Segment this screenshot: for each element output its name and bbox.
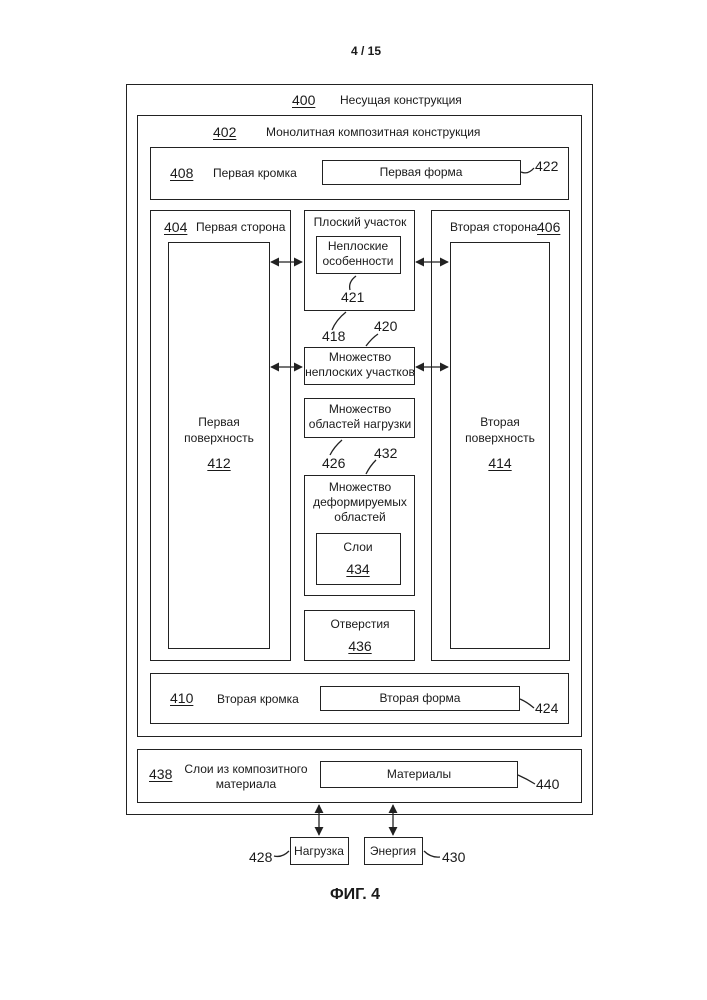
leader-421 — [350, 276, 356, 290]
leader-428 — [274, 851, 289, 856]
leader-440 — [518, 775, 535, 784]
leader-420 — [366, 334, 378, 346]
leader-432 — [366, 460, 376, 474]
leader-430 — [424, 851, 440, 857]
leader-424 — [520, 699, 534, 708]
leader-422 — [521, 168, 534, 173]
leader-426 — [330, 440, 342, 455]
leader-418 — [332, 312, 346, 330]
